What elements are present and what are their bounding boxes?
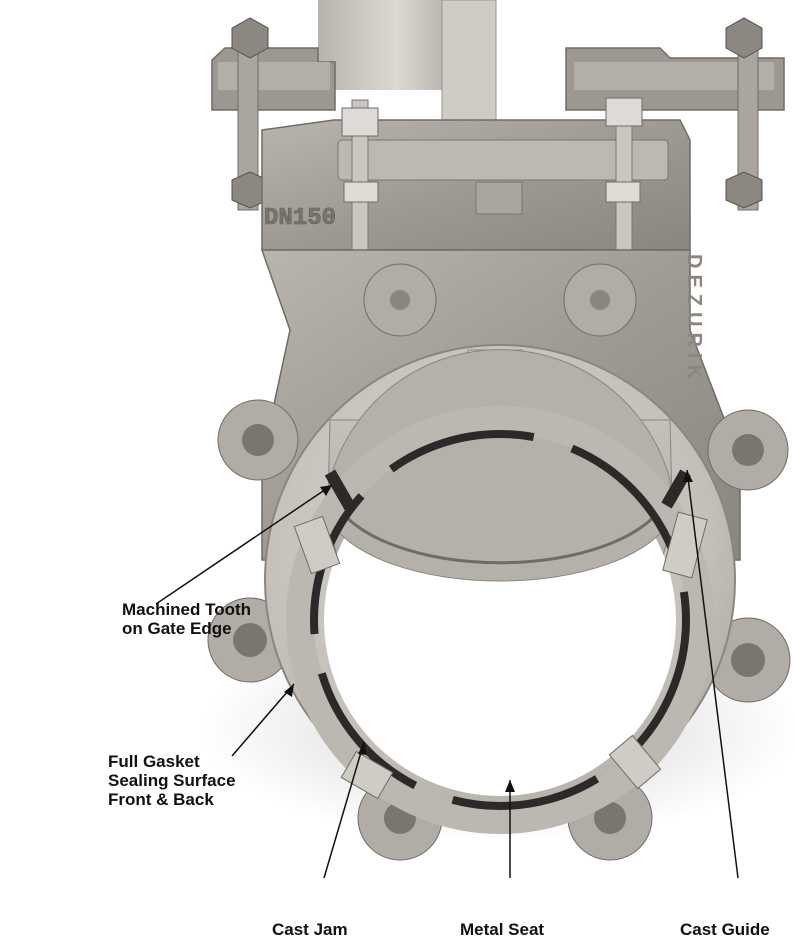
casting-mark-text: DN150 — [264, 205, 336, 232]
left-top-nut — [231, 17, 269, 59]
seat-ring-outer — [286, 406, 714, 834]
leader-lines — [155, 469, 739, 879]
leader-cast-jam — [323, 741, 365, 879]
leader-cast-guide — [686, 469, 739, 879]
leader-gasket — [231, 683, 295, 757]
left-gland-nut — [341, 107, 379, 137]
callout-machined-tooth: Machined Tooth on Gate Edge — [122, 600, 251, 638]
right-gland-nut-low — [605, 181, 641, 203]
left-bracket-face — [218, 62, 330, 90]
gland-center-block — [475, 181, 523, 215]
callout-gasket-line2: Sealing Surface — [108, 771, 236, 790]
callout-gasket-line1: Full Gasket — [108, 752, 200, 771]
tooth-mark-right — [661, 469, 691, 509]
callout-gasket-line3: Front & Back — [108, 790, 214, 809]
leader-arrowheads — [284, 470, 693, 792]
gate-edge — [332, 499, 668, 565]
leader-machined-tooth — [155, 484, 333, 605]
callout-machined-tooth-line2: on Gate Edge — [122, 619, 232, 638]
tooth-mark — [324, 469, 356, 511]
cast-jam-left — [293, 515, 341, 575]
brand-mark-text: DEZURIK — [683, 254, 705, 385]
callout-machined-tooth-line1: Machined Tooth — [122, 600, 252, 619]
metal-seat — [310, 430, 690, 810]
left-gland-nut-low — [343, 181, 379, 203]
right-gland-nut — [605, 97, 643, 127]
right-top-nut — [725, 17, 763, 59]
right-bottom-nut — [725, 171, 763, 209]
callout-gasket: Full Gasket Sealing Surface Front & Back — [108, 752, 236, 809]
callout-cast-guide: Cast Guide — [680, 920, 770, 939]
callout-cast-jam: Cast Jam — [272, 920, 348, 939]
cast-jam-right-low — [608, 734, 662, 790]
gland-follower — [337, 139, 669, 181]
callout-metal-seat: Metal Seat — [460, 920, 545, 939]
cast-jam-bottom — [340, 750, 394, 800]
